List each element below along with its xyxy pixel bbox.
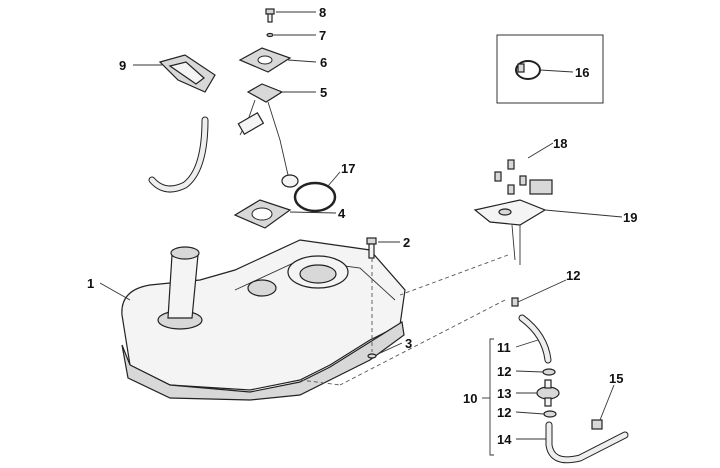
part-18-screws — [494, 159, 527, 195]
part-6-flange — [238, 47, 292, 73]
callout-8: 8 — [319, 5, 326, 20]
part-17-o-ring — [293, 181, 337, 213]
part-2-screw — [366, 237, 377, 259]
callout-2: 2 — [403, 235, 410, 250]
callout-3: 3 — [405, 336, 412, 351]
part-15-clip — [591, 419, 603, 430]
callout-9: 9 — [119, 58, 126, 73]
part-12-clip-bottom — [543, 410, 557, 418]
part-8-screw — [265, 8, 275, 23]
callout-7: 7 — [319, 28, 326, 43]
part-16-clamp — [515, 60, 541, 80]
part-3-nut — [367, 353, 377, 359]
callout-14: 14 — [497, 432, 512, 447]
callout-10: 10 — [463, 391, 477, 406]
part-9-bracket — [158, 54, 216, 93]
callout-12-bottom: 12 — [497, 405, 511, 420]
part-7-washer — [266, 32, 274, 38]
callout-6: 6 — [320, 55, 327, 70]
vent-hose — [148, 116, 209, 193]
part-4-gasket — [233, 199, 292, 229]
part-12-clip-top — [511, 297, 519, 307]
part-13-fuel-filter — [536, 379, 560, 407]
part-5-fuel-level-sender — [237, 83, 299, 188]
callout-5: 5 — [320, 85, 327, 100]
callout-16: 16 — [575, 65, 589, 80]
part-1-fuel-tank — [121, 239, 406, 401]
callout-4: 4 — [338, 206, 346, 221]
callout-1: 1 — [87, 276, 94, 291]
callout-13: 13 — [497, 386, 511, 401]
leader-lines — [99, 11, 623, 440]
callout-18: 18 — [553, 136, 567, 151]
callout-12-middle: 12 — [497, 364, 511, 379]
part-16-inset-box — [496, 34, 604, 104]
callout-12-top: 12 — [566, 268, 580, 283]
part-19-breather-valve-assembly — [473, 179, 553, 265]
part-12-clip-middle — [542, 368, 556, 376]
callout-11: 11 — [497, 340, 511, 355]
callout-17: 17 — [341, 161, 355, 176]
callout-15: 15 — [609, 371, 623, 386]
callout-19: 19 — [623, 210, 637, 225]
